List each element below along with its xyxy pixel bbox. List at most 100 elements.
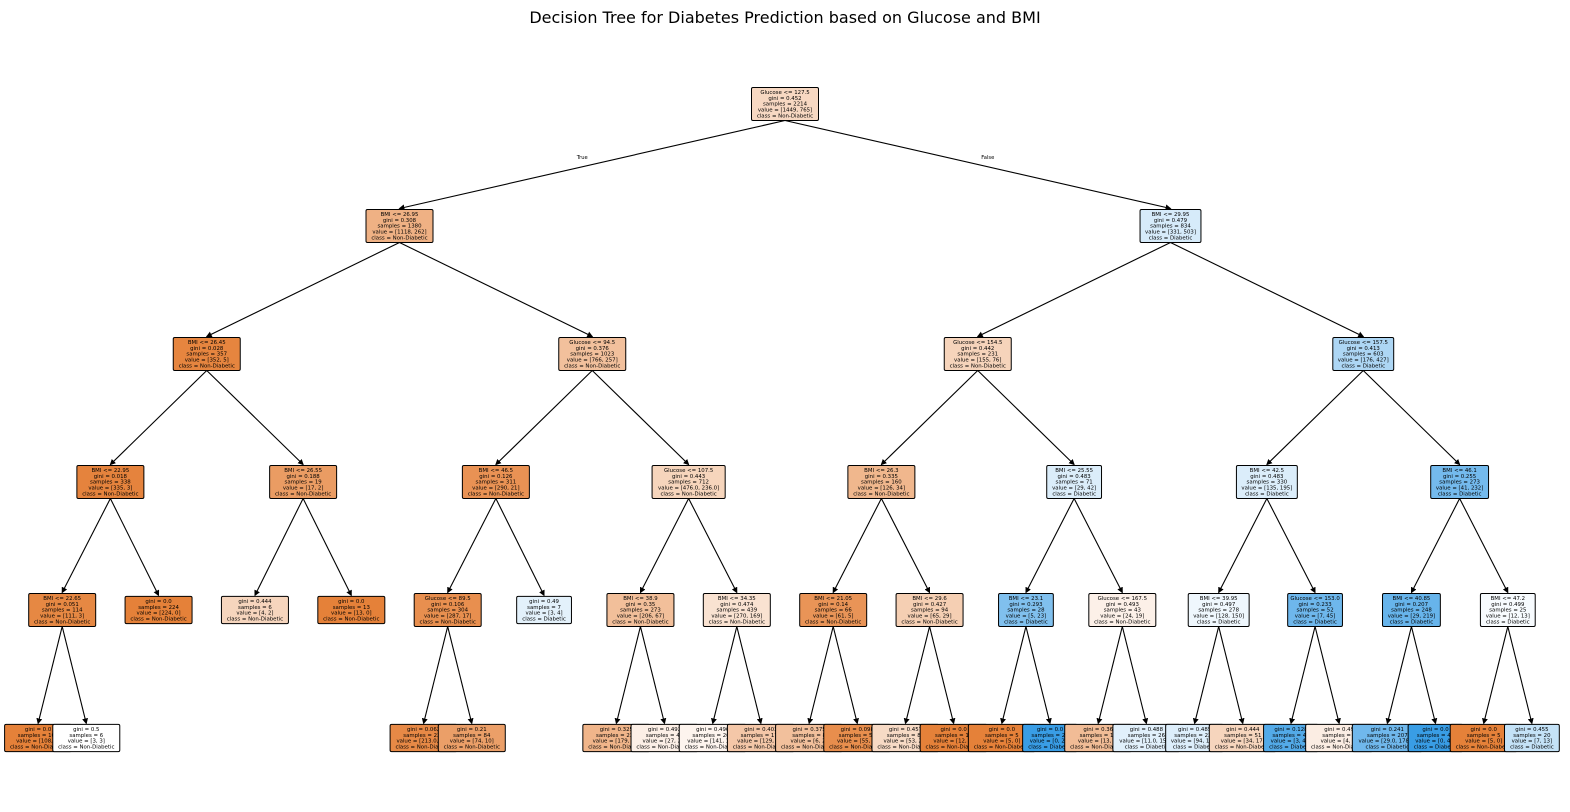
- node-box: [847, 465, 916, 499]
- node-text-line: class = Non-Diabetic: [10, 744, 66, 750]
- edge-11-23: [832, 498, 882, 594]
- node-text-line: gini = 0.375: [792, 727, 825, 733]
- edge-22-38: [736, 626, 763, 725]
- node-text-line: class = Non-Diabetic: [733, 744, 789, 750]
- node-text-line: class = Diabetic: [1125, 744, 1169, 750]
- node-text-line: class = Non-Diabetic: [275, 491, 331, 497]
- node-text-line: gini = 0.0: [1471, 727, 1498, 733]
- node-text-line: value = [352, 5]: [185, 358, 229, 364]
- node-text-line: gini = 0.207: [1395, 602, 1428, 608]
- node-box: [124, 595, 193, 625]
- edge-14-29: [1410, 498, 1461, 594]
- node-box: [1088, 593, 1157, 627]
- node-text-line: value = [206, 67]: [617, 614, 664, 620]
- node-text-line: value = [335, 3]: [88, 486, 132, 492]
- node-text-line: gini = 0.443: [672, 474, 705, 480]
- edge-0-2: [784, 119, 1172, 211]
- node-text-line: value = [61, 5]: [813, 614, 854, 620]
- node-text-line: class = Non-Diabetic: [877, 744, 933, 750]
- node-text-line: value = [128, 150]: [1193, 614, 1244, 620]
- node-text-line: value = [13, 4]: [1078, 739, 1119, 745]
- node-text-line: value = [287, 17]: [424, 614, 471, 620]
- node-text-line: BMI <= 29.6: [912, 596, 947, 602]
- node-text-line: value = [74, 10]: [450, 739, 494, 745]
- node-text-line: gini = 0.427: [913, 602, 946, 608]
- node-text-line: samples = 224: [138, 605, 179, 611]
- node-text-line: gini = 0.5: [73, 727, 99, 733]
- node-text-line: samples = 5: [985, 733, 1019, 739]
- node-text-line: value = [29, 42]: [1052, 486, 1096, 492]
- edge-8-18: [302, 498, 352, 597]
- node-text-line: gini = 0.474: [720, 602, 754, 608]
- node-text-line: BMI <= 26.95: [381, 212, 419, 218]
- node-text-line: BMI <= 46.1: [1442, 468, 1476, 474]
- node-text-line: value = [476.0, 236.0]: [658, 486, 719, 492]
- node-text-line: gini = 0.255: [1443, 474, 1476, 480]
- node-text-line: gini = 0.0: [25, 727, 52, 733]
- edge-2-6: [1170, 242, 1365, 338]
- node-box: [1235, 465, 1298, 499]
- node-text-line: value = [11.0, 15.0]: [1119, 739, 1173, 745]
- node-text-line: class = Non-Diabetic: [1070, 744, 1126, 750]
- node-text-line: samples = 330: [1247, 480, 1288, 486]
- node-text-line: gini = 0.241: [1371, 727, 1404, 733]
- edge-3-8: [206, 370, 304, 466]
- node-text-line: BMI <= 26.3: [864, 468, 898, 474]
- node-box: [516, 595, 572, 625]
- node-text-line: BMI <= 26.55: [284, 468, 322, 474]
- node-text-line: class = Non-Diabetic: [468, 491, 524, 497]
- node-text-line: BMI <= 26.45: [188, 340, 226, 346]
- node-text-line: value = [3, 4]: [525, 611, 562, 617]
- node-text-line: value = [141, 119]: [687, 739, 738, 745]
- node-text-line: gini = 0.051: [46, 602, 79, 608]
- edge-15-31: [36, 626, 63, 725]
- node-box: [1430, 465, 1490, 499]
- node-box: [606, 593, 675, 627]
- node-text-line: samples = 82: [887, 733, 924, 739]
- node-text-line: class = Non-Diabetic: [685, 744, 741, 750]
- node-text-line: samples = 220: [403, 733, 444, 739]
- node-text-line: class = Non-Diabetic: [34, 619, 90, 625]
- node-text-line: samples = 225: [596, 733, 637, 739]
- node-box: [365, 209, 434, 243]
- node-text-line: gini = 0.452: [768, 96, 801, 102]
- node-text-line: gini = 0.444: [238, 599, 272, 605]
- node-box: [437, 723, 506, 753]
- node-text-line: value = [5, 0]: [983, 739, 1020, 745]
- node-text-line: class = Non-Diabetic: [1215, 744, 1271, 750]
- node-text-line: value = [155, 76]: [954, 358, 1001, 364]
- node-text-line: class = Diabetic: [1341, 363, 1385, 369]
- node-text-line: gini = 0.413: [1347, 346, 1380, 352]
- node-text-line: value = [290, 21]: [472, 486, 519, 492]
- node-text-line: value = [126, 34]: [858, 486, 905, 492]
- node-text-line: gini = 0.457: [889, 727, 922, 733]
- edge-27-48: [1218, 626, 1245, 725]
- node-text-line: value = [34, 17]: [1221, 739, 1265, 745]
- node-text-line: samples = 51: [1224, 733, 1261, 739]
- node-text-line: value = [270, 169]: [711, 614, 762, 620]
- edge-21-35: [614, 626, 641, 725]
- node-text-line: gini = 0.442: [961, 346, 994, 352]
- node-text-line: samples = 712: [668, 480, 709, 486]
- node-text-line: class = Non-Diabetic: [227, 616, 283, 622]
- node-text-line: gini = 0.128: [1274, 727, 1308, 733]
- node-text-line: gini = 0.233: [1298, 602, 1331, 608]
- node-box: [1046, 465, 1103, 499]
- node-text-line: samples = 357: [186, 352, 227, 358]
- node-text-line: samples = 231: [957, 352, 998, 358]
- node-box: [28, 593, 97, 627]
- node-text-line: samples = 25: [1489, 608, 1526, 614]
- node-text-line: BMI <= 40.85: [1393, 596, 1431, 602]
- node-text-line: class = Diabetic: [1269, 744, 1313, 750]
- node-text-line: samples = 20: [1513, 733, 1551, 739]
- node-text-line: samples = 260: [692, 733, 733, 739]
- node-text-line: value = [5, 0]: [1465, 739, 1502, 745]
